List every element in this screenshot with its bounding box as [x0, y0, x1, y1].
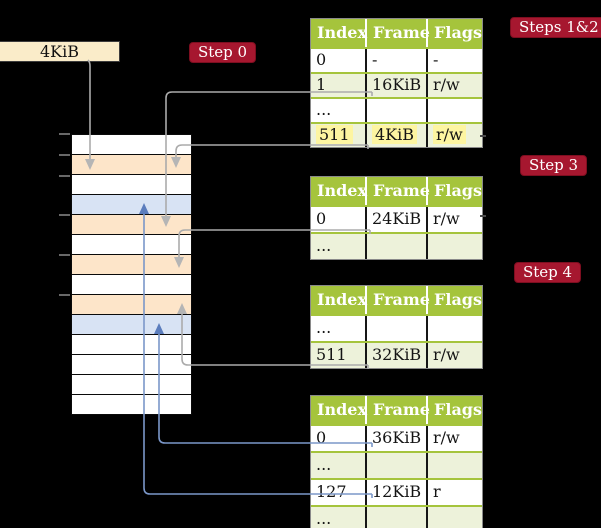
- page-size-box: 4KiB: [0, 41, 120, 62]
- memory-row-orange: [72, 214, 191, 234]
- table-cell: 4KiB: [367, 124, 428, 147]
- memory-row-white: [72, 354, 191, 374]
- table-cell: 511: [311, 343, 367, 368]
- table-cell: [428, 316, 482, 341]
- table-cell: [367, 316, 428, 341]
- memory-row-orange: [72, 294, 191, 314]
- table-header-frame: Frame: [367, 286, 430, 314]
- table-cell: 127: [311, 480, 367, 505]
- table-row: 0--: [311, 47, 482, 72]
- table-cell: ...: [311, 234, 367, 259]
- table-cell: [367, 99, 428, 122]
- memory-row-orange: [72, 254, 191, 274]
- badge-step-0: Step 0: [189, 42, 257, 63]
- table-cell: [367, 234, 428, 259]
- table-row: ...: [311, 97, 482, 122]
- table-cell: 511: [311, 124, 367, 147]
- table-cell: 0: [311, 426, 367, 451]
- memory-row-white: [72, 334, 191, 354]
- highlighted-value: 511: [316, 125, 353, 144]
- table-cell: r/w: [433, 428, 460, 447]
- table-row: ...: [311, 451, 482, 478]
- table-cell: ...: [311, 99, 367, 122]
- memory-row-blue: [72, 194, 191, 214]
- table-cell: 24KiB: [367, 207, 428, 232]
- table-header-flags: Flags: [434, 23, 482, 42]
- table-row: ...: [311, 232, 482, 259]
- memory-row-orange: [72, 154, 191, 174]
- table-row: 511 4KiB r/w: [311, 122, 482, 147]
- table-cell: [428, 234, 482, 259]
- table-cell: 32KiB: [367, 343, 428, 368]
- highlighted-value: 4KiB: [372, 125, 418, 144]
- table-header-index: Index: [311, 177, 367, 205]
- table-header-index: Index: [311, 19, 367, 47]
- table-cell: 0: [311, 49, 367, 72]
- table-header-flags: Flags: [434, 290, 482, 309]
- table-header-index: Index: [311, 396, 367, 424]
- memory-row-white: [72, 174, 191, 194]
- table-cell: r/w: [433, 345, 460, 364]
- table-cell: r: [433, 482, 441, 501]
- memory-row-white: [72, 274, 191, 294]
- table-header-flags: Flags: [434, 181, 482, 200]
- badge-steps-1-2: Steps 1&2: [510, 17, 601, 38]
- memory-row-white: [72, 135, 191, 154]
- highlighted-value: r/w: [433, 125, 466, 144]
- table-header-frame: Frame: [367, 19, 430, 47]
- table-cell: 0: [311, 207, 367, 232]
- badge-step-4: Step 4: [514, 262, 582, 283]
- table-cell: 16KiB: [367, 74, 428, 97]
- memory-row-blue: [72, 314, 191, 334]
- table-cell: [428, 453, 482, 478]
- table-cell: ...: [311, 453, 367, 478]
- memory-row-white: [72, 394, 191, 414]
- table-cell: 36KiB: [367, 426, 428, 451]
- table-cell: 12KiB: [367, 480, 428, 505]
- table-cell: [367, 453, 428, 478]
- badge-step-3: Step 3: [520, 155, 588, 176]
- memory-address-ticks: [59, 133, 70, 296]
- table-cell: 1: [311, 74, 367, 97]
- table-cell: r/w: [433, 75, 460, 94]
- table-cell: r/w: [428, 124, 482, 147]
- table-header-flags: Flags: [434, 400, 482, 419]
- memory-row-white: [72, 234, 191, 254]
- table-header-frame: Frame: [367, 396, 430, 424]
- table-cell: r/w: [433, 209, 460, 228]
- table-cell: [367, 507, 428, 528]
- memory-row-white: [72, 374, 191, 394]
- table-row: ...: [311, 505, 482, 528]
- table-cell: -: [433, 50, 439, 69]
- table-header-index: Index: [311, 286, 367, 314]
- table-cell: ...: [311, 507, 367, 528]
- table-row: ...: [311, 314, 482, 341]
- table-header-frame: Frame: [367, 177, 430, 205]
- physical-memory-column: [71, 134, 192, 415]
- table-cell: ...: [311, 316, 367, 341]
- table-cell: [428, 99, 482, 122]
- table-cell: [428, 507, 482, 528]
- table-cell: -: [367, 49, 428, 72]
